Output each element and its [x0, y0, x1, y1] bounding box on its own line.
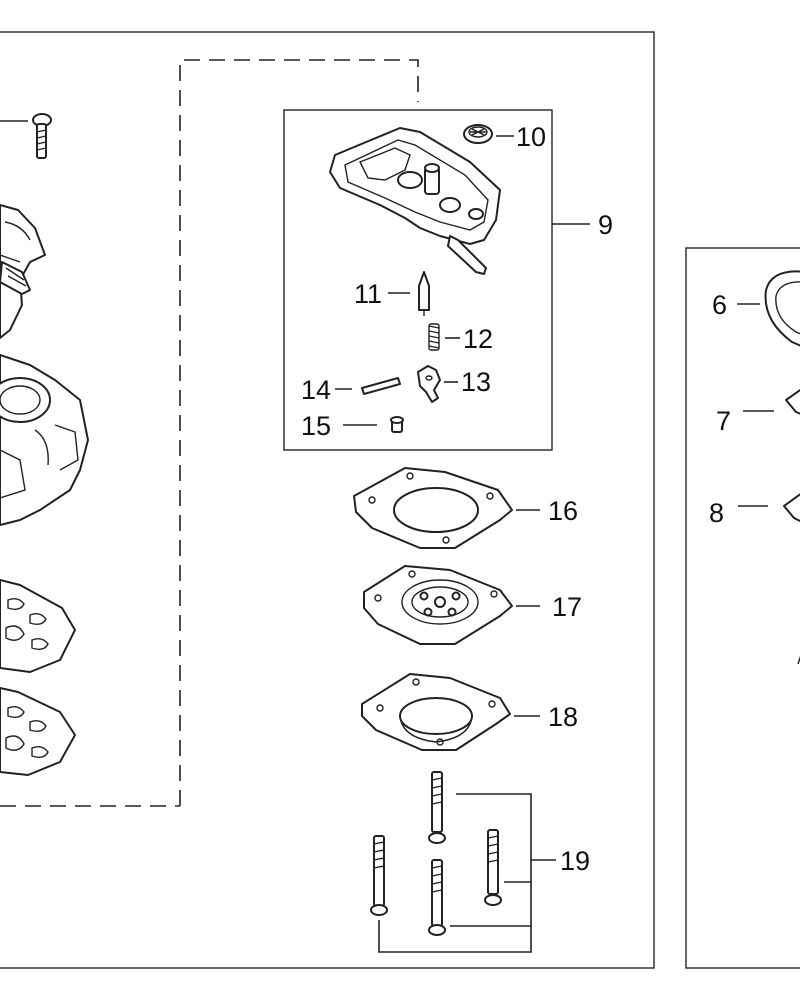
gasket-part [353, 467, 540, 549]
callout-17: 17 [552, 592, 582, 622]
callout-14: 14 [301, 375, 331, 405]
right-assembly [737, 270, 800, 665]
left-assembly [0, 113, 89, 776]
callout-7: 7 [716, 406, 731, 436]
callout-9: 9 [598, 210, 613, 240]
callout-6: 6 [712, 290, 727, 320]
spring-part [428, 323, 460, 351]
dashed-bracket [179, 59, 419, 806]
small-screw-part [343, 416, 404, 433]
cover-plate-part [361, 673, 540, 751]
diaphragm-part [363, 565, 540, 645]
callout-15: 15 [301, 411, 331, 441]
callout-19: 19 [560, 846, 590, 876]
callout-18: 18 [548, 702, 578, 732]
main-frame [0, 31, 655, 969]
screws-part [370, 771, 556, 953]
callout-16: 16 [548, 496, 578, 526]
callout-10: 10 [516, 122, 546, 152]
callout-8: 8 [709, 498, 724, 528]
callout-12: 12 [463, 324, 493, 354]
callout-13: 13 [461, 367, 491, 397]
pump-cover-part [329, 127, 590, 275]
lever-part [417, 365, 458, 403]
inset-box [283, 109, 553, 451]
right-frame [685, 247, 800, 969]
callout-11: 11 [354, 279, 382, 309]
pin-part [335, 377, 401, 395]
inlet-needle-part [388, 271, 430, 316]
filter-screen-part [463, 124, 514, 144]
